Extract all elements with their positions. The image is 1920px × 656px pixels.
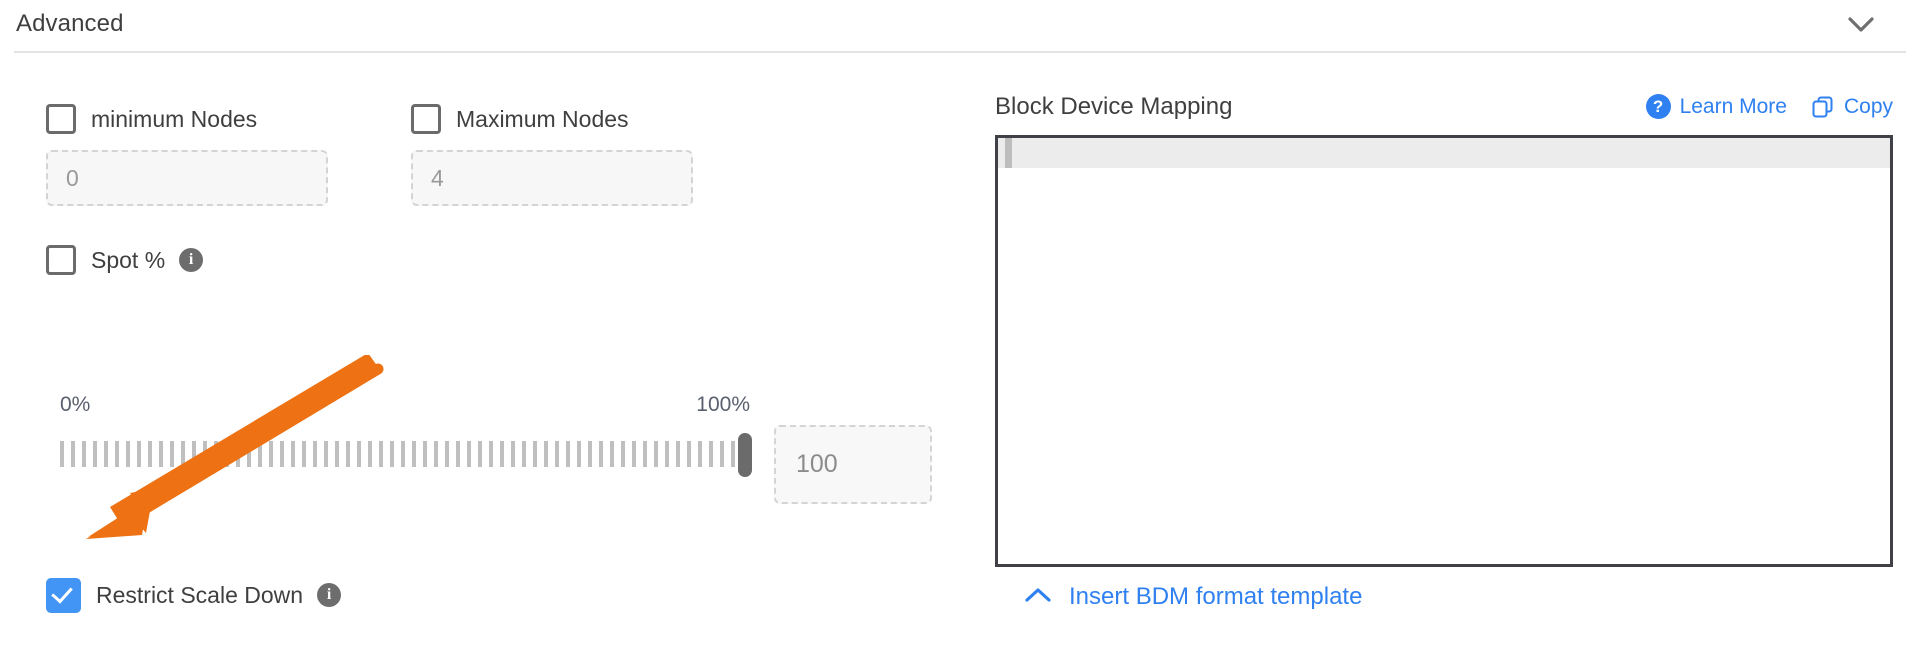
- slider-scale-labels: 0% 100%: [60, 393, 750, 423]
- maximum-nodes-label: Maximum Nodes: [456, 105, 629, 132]
- advanced-section-header[interactable]: Advanced: [0, 0, 1920, 53]
- chevron-down-icon[interactable]: [1844, 10, 1878, 38]
- chevron-up-icon: [1023, 585, 1053, 610]
- help-circle-icon: ?: [1645, 94, 1671, 119]
- spot-percent-label: Spot %: [91, 246, 166, 273]
- editor-gutter-marker: [1005, 138, 1012, 168]
- copy-button[interactable]: Copy: [1811, 95, 1893, 119]
- minimum-nodes-checkbox[interactable]: [46, 104, 76, 134]
- info-icon[interactable]: i: [317, 583, 342, 607]
- bdm-header: Block Device Mapping ? Learn More Copy: [995, 93, 1893, 127]
- bdm-code-editor[interactable]: [995, 135, 1893, 567]
- advanced-left-column: minimum Nodes Maximum Nodes Spot % i 0% …: [0, 53, 980, 656]
- minimum-nodes-field: minimum Nodes: [46, 102, 328, 206]
- learn-more-link[interactable]: ? Learn More: [1645, 94, 1787, 119]
- page-title: Advanced: [16, 10, 124, 37]
- spot-percent-field: Spot % i: [46, 243, 204, 277]
- bdm-title: Block Device Mapping: [995, 93, 1233, 120]
- spot-percent-value-input[interactable]: [774, 425, 932, 504]
- spot-percent-slider-block: 0% 100%: [60, 393, 932, 504]
- block-device-mapping-panel: Block Device Mapping ? Learn More Copy: [995, 53, 1905, 656]
- maximum-nodes-row[interactable]: Maximum Nodes: [411, 102, 693, 136]
- maximum-nodes-input[interactable]: [411, 150, 693, 206]
- slider-max-label: 100%: [696, 393, 750, 416]
- info-icon[interactable]: i: [179, 248, 204, 272]
- spot-percent-checkbox[interactable]: [46, 245, 76, 275]
- maximum-nodes-checkbox[interactable]: [411, 104, 441, 134]
- insert-bdm-format-template-label: Insert BDM format template: [1069, 583, 1363, 610]
- insert-bdm-format-template-link[interactable]: Insert BDM format template: [1023, 583, 1362, 611]
- copy-icon: [1811, 95, 1835, 119]
- minimum-nodes-row[interactable]: minimum Nodes: [46, 102, 328, 136]
- restrict-scale-down-label: Restrict Scale Down: [96, 581, 304, 608]
- header-divider: [14, 51, 1906, 53]
- restrict-scale-down-checkbox[interactable]: [46, 577, 81, 613]
- restrict-scale-down-field: Restrict Scale Down i: [46, 577, 342, 613]
- restrict-scale-down-row[interactable]: Restrict Scale Down i: [46, 577, 342, 613]
- slider-tick-marks: [60, 441, 750, 467]
- slider-thumb[interactable]: [738, 433, 752, 477]
- bdm-actions: ? Learn More Copy: [1645, 94, 1893, 119]
- maximum-nodes-field: Maximum Nodes: [411, 102, 693, 206]
- editor-content[interactable]: [1007, 168, 1010, 564]
- spot-percent-row[interactable]: Spot % i: [46, 243, 204, 277]
- minimum-nodes-label: minimum Nodes: [91, 105, 258, 132]
- editor-active-line: [998, 138, 1890, 168]
- minimum-nodes-input[interactable]: [46, 150, 328, 206]
- slider-min-label: 0%: [60, 393, 91, 416]
- copy-label: Copy: [1843, 94, 1893, 118]
- learn-more-label: Learn More: [1679, 94, 1787, 118]
- spot-percent-slider[interactable]: [60, 429, 752, 477]
